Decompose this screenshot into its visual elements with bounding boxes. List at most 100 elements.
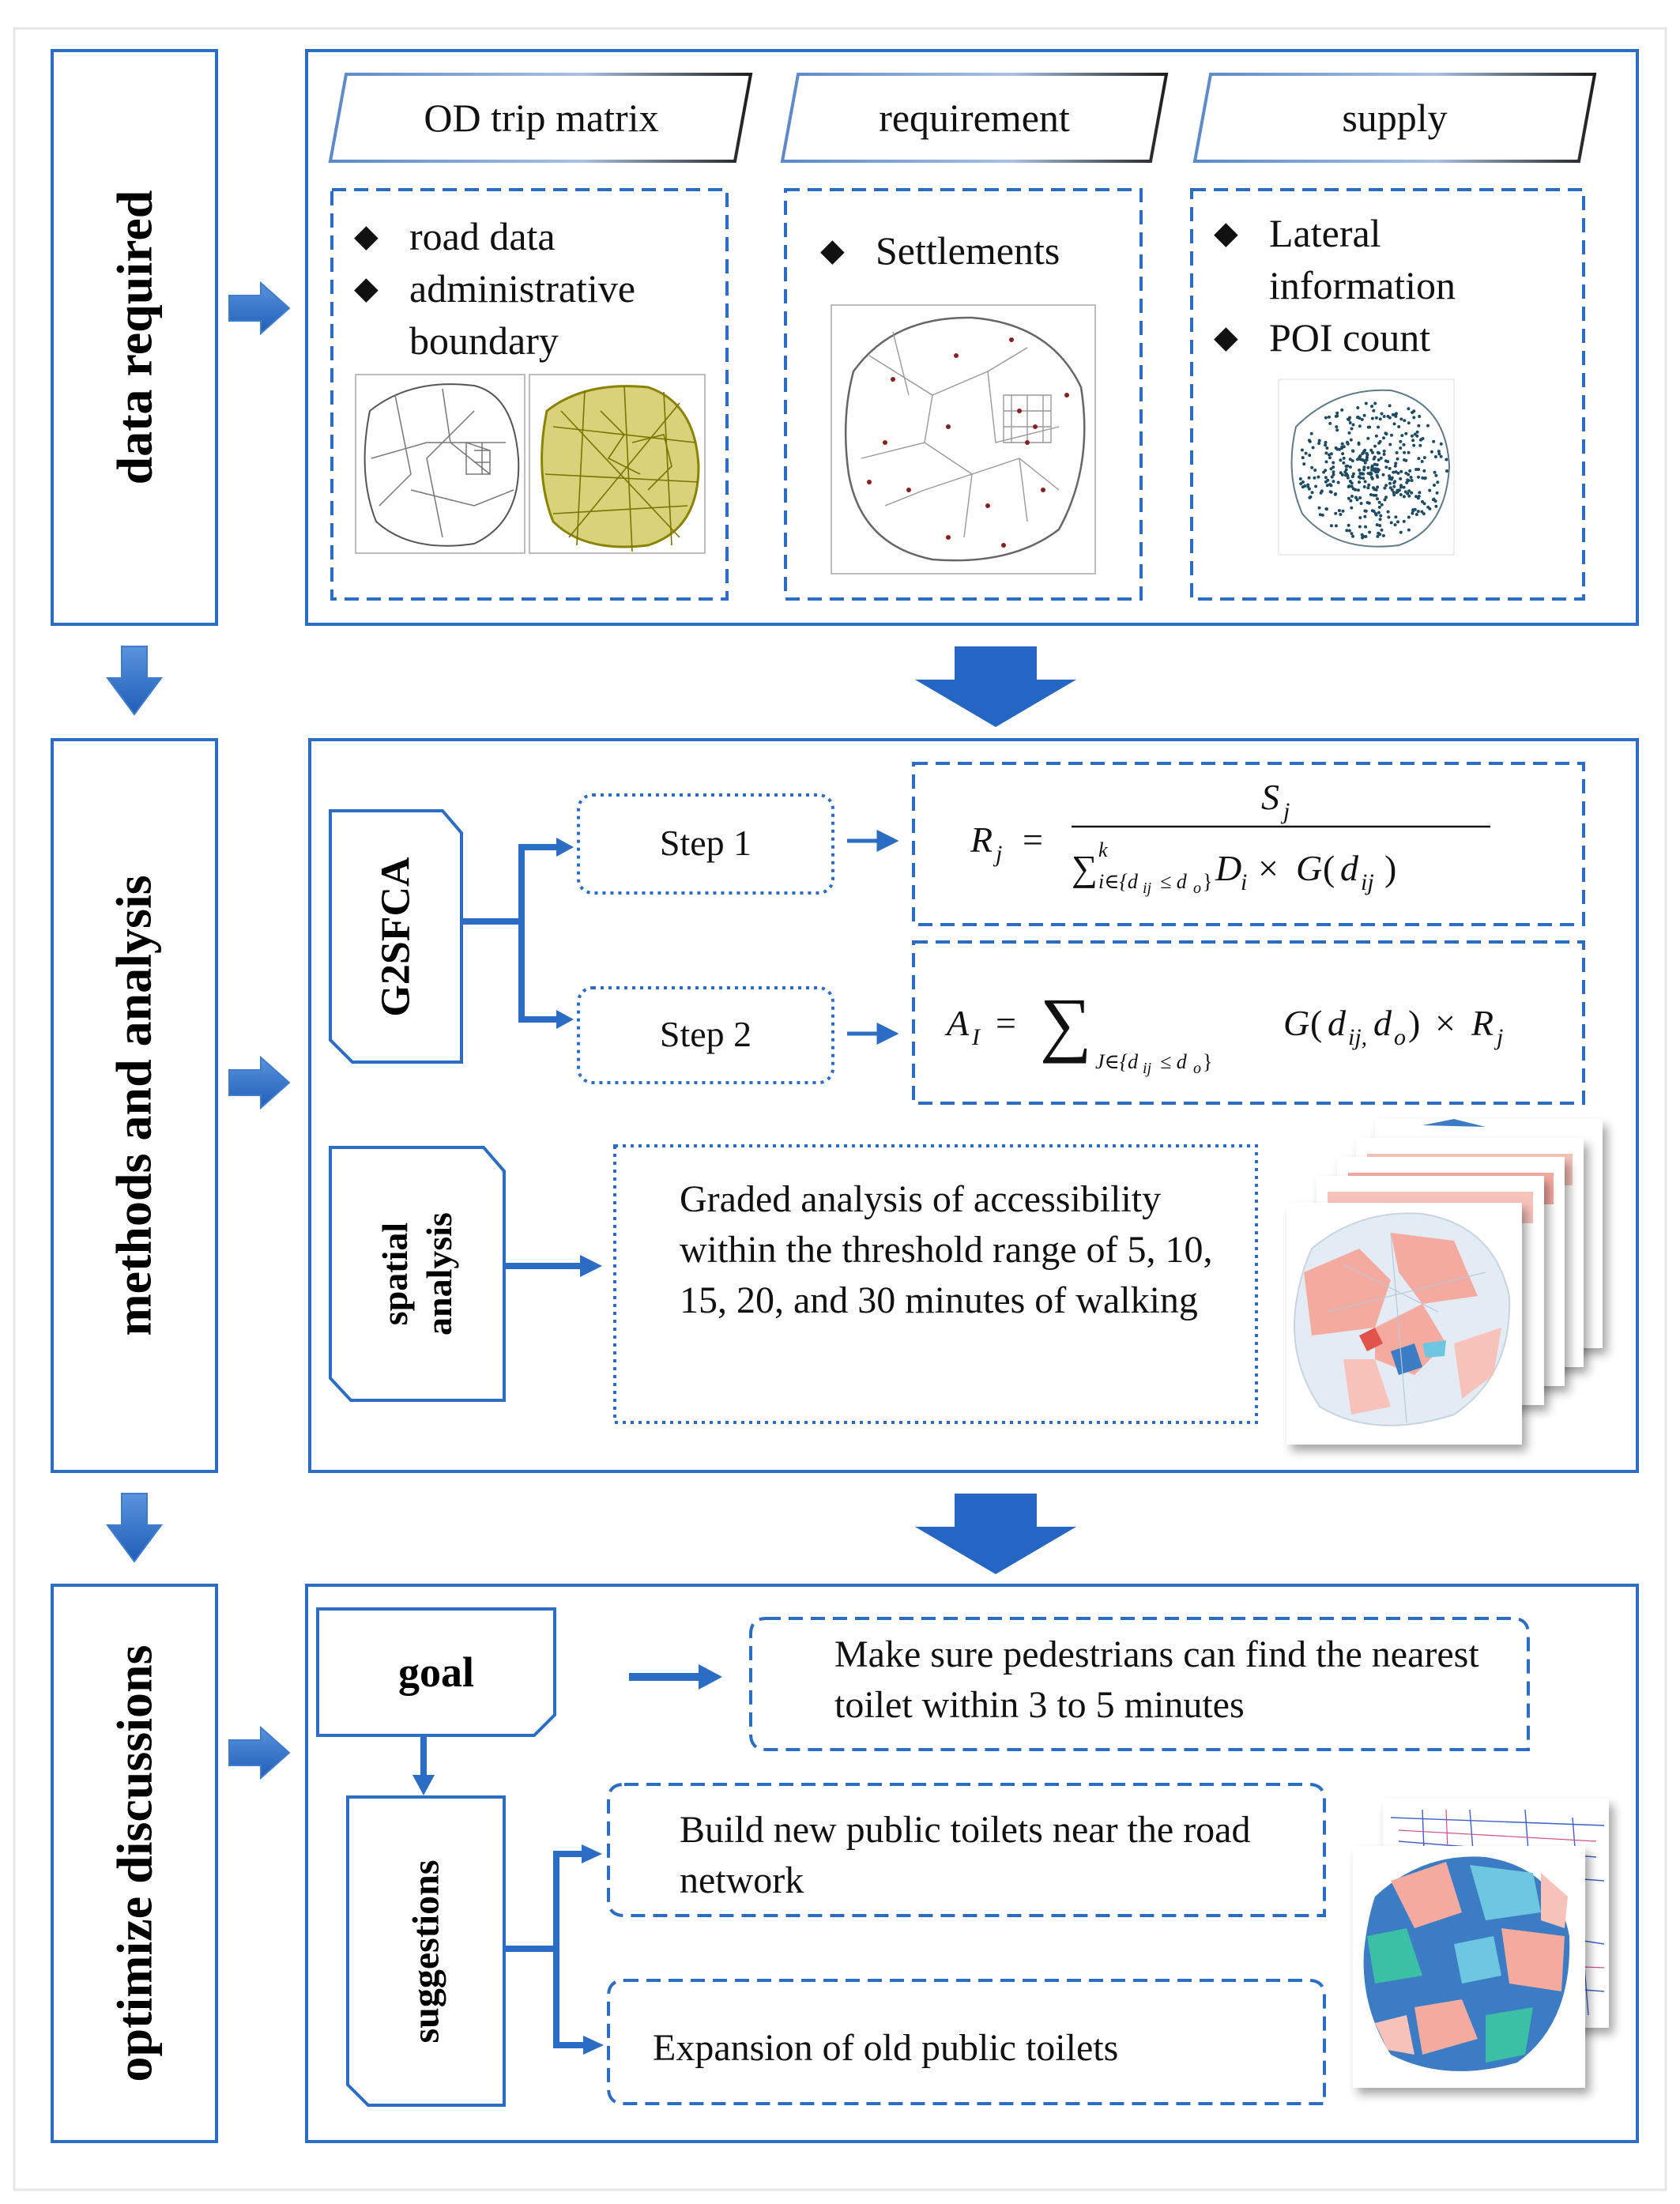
settlements-map-icon — [831, 304, 1096, 575]
poi-dot — [1364, 535, 1368, 538]
poi-dot — [1366, 465, 1370, 469]
poi-dot — [1396, 520, 1399, 524]
poi-dot — [1379, 456, 1383, 460]
poi-dot — [1307, 487, 1311, 491]
poi-dot — [1403, 450, 1407, 454]
poi-dot — [1371, 450, 1374, 454]
poi-dot — [1410, 434, 1414, 438]
list-item: ◆administrative boundary — [354, 262, 718, 367]
col2-list: ◆Settlements — [820, 224, 1136, 277]
poi-dot — [1432, 439, 1436, 443]
panel-methods — [308, 738, 1639, 1473]
poi-dot — [1389, 521, 1393, 525]
poi-dot — [1306, 483, 1310, 487]
box-col3 — [1190, 188, 1585, 601]
poi-dot — [1304, 451, 1308, 455]
poi-dot — [1334, 446, 1338, 450]
poi-dot — [1358, 468, 1362, 472]
svg-text:ij,: ij, — [1348, 1024, 1367, 1050]
poi-dot — [1445, 469, 1448, 473]
poi-dot — [1407, 494, 1411, 498]
poi-dot — [1369, 448, 1373, 452]
poi-dot — [1432, 497, 1436, 501]
poi-dot — [1360, 417, 1364, 421]
poi-dot — [1433, 455, 1437, 458]
poi-dot — [1407, 421, 1411, 425]
poi-dot — [1378, 417, 1382, 421]
poi-dot — [1417, 424, 1421, 428]
poi-dot — [1386, 510, 1390, 514]
poi-dot — [1329, 467, 1333, 471]
g2sfca-label: G2SFCA — [373, 856, 419, 1017]
poi-dot — [1335, 411, 1339, 415]
svg-text:∑: ∑ — [1072, 848, 1098, 888]
poi-dot — [1368, 425, 1372, 429]
poi-dot — [1434, 473, 1438, 477]
poi-dot — [1414, 513, 1418, 516]
poi-dot — [1390, 476, 1394, 480]
poi-dot — [1358, 424, 1362, 428]
poi-dot — [1334, 524, 1338, 528]
poi-dot — [1399, 485, 1403, 489]
poi-dot — [1325, 507, 1328, 511]
poi-dot — [1417, 475, 1420, 479]
svg-text:R: R — [970, 819, 993, 860]
poi-dot — [1313, 476, 1317, 480]
section-label-data: data required — [106, 190, 162, 485]
poi-dot — [1341, 452, 1345, 456]
poi-dot — [1407, 450, 1411, 454]
poi-dot — [1376, 485, 1380, 489]
poi-dot — [1332, 480, 1335, 484]
poi-dot — [1405, 480, 1409, 484]
poi-dot — [1313, 469, 1317, 472]
svg-text:≤ d: ≤ d — [1160, 1050, 1188, 1073]
spatial-shape — [329, 1146, 506, 1402]
svg-text:d: d — [1373, 1003, 1392, 1043]
svg-text:≤ d: ≤ d — [1160, 870, 1188, 893]
poi-dot — [1329, 484, 1333, 488]
poi-dot — [1388, 443, 1392, 446]
poi-dot — [1350, 449, 1354, 453]
poi-dot — [1357, 441, 1361, 445]
poi-dot — [1334, 492, 1338, 495]
poi-dot — [1317, 475, 1320, 479]
poi-dot — [1373, 444, 1377, 448]
poi-dot — [1324, 469, 1328, 473]
svg-text:G: G — [1283, 1003, 1309, 1043]
sug1-box — [607, 1783, 1326, 1917]
poi-dot — [1350, 427, 1354, 431]
poi-dot — [1339, 471, 1343, 475]
poi-dot — [1436, 480, 1440, 484]
svg-text:(: ( — [1323, 848, 1335, 888]
svg-text:∑: ∑ — [1040, 983, 1092, 1064]
poi-dot — [1435, 491, 1439, 495]
svg-text:i: i — [1241, 869, 1247, 895]
poi-dot — [1388, 474, 1392, 478]
poi-dot — [1403, 419, 1407, 423]
svg-text:): ) — [1408, 1003, 1420, 1043]
poi-dot — [1363, 448, 1367, 452]
poi-dot — [1359, 472, 1363, 476]
suggestion-2-text: Expansion of old public toilets — [653, 2027, 1119, 2069]
poi-dot — [1388, 466, 1392, 470]
poi-dot — [1410, 479, 1414, 482]
poi-dot — [1349, 438, 1353, 442]
poi-dot — [1358, 455, 1362, 459]
svg-text:k: k — [1098, 838, 1108, 861]
poi-dot — [1330, 475, 1334, 479]
poi-dot — [1428, 507, 1432, 510]
road-network-map-icon — [529, 374, 706, 554]
svg-text:A: A — [944, 1003, 970, 1043]
poi-dot — [1334, 414, 1338, 418]
poi-dot — [1364, 401, 1368, 405]
poi-dot — [1396, 471, 1400, 475]
poi-dot — [1402, 495, 1406, 499]
poi-dot — [1346, 474, 1350, 477]
poi-dot — [1332, 473, 1335, 477]
poi-dot — [1342, 461, 1346, 465]
poi-dot — [1393, 523, 1397, 527]
accessibility-map-stack-icon — [1286, 1119, 1603, 1445]
poi-dot — [1329, 524, 1333, 528]
poi-dot — [1374, 470, 1378, 474]
